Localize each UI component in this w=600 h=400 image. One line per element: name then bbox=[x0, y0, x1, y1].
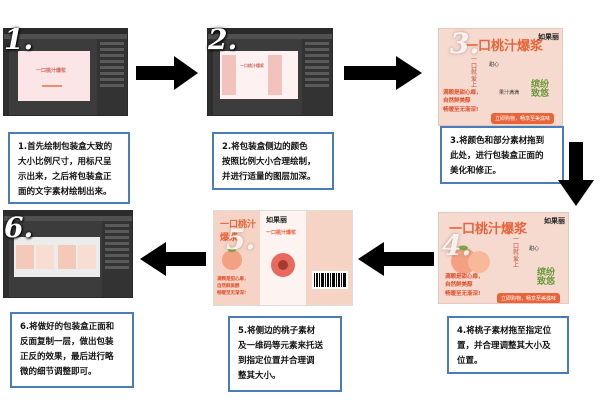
mock-description: 满颗是甜心扉， 自然鲜美醇 畅暖至无渐深! bbox=[443, 90, 482, 113]
front-panel: 如果丽 一口桃汁爆浆 bbox=[260, 211, 306, 305]
peach-icon bbox=[222, 248, 242, 270]
mock-brand: 如果丽 bbox=[266, 216, 287, 224]
menu-bar bbox=[4, 29, 127, 34]
mock-line bbox=[42, 85, 62, 87]
mock-description: 满颗是甜心扉， 自然鲜美醇 畅暖至无渐深! bbox=[445, 274, 484, 297]
step-5-mockup: 一口桃汁爆浆 满颗是甜心扉， 自然鲜美醇 畅暖至无渐深! 如果丽 一口桃汁爆浆 bbox=[213, 210, 353, 306]
side-panel-right bbox=[306, 211, 352, 305]
mock-title: 一口桃汁爆浆 bbox=[449, 222, 528, 237]
layers-panel bbox=[97, 39, 127, 115]
step-4-caption: 4.将桃子素材拖至指定位 置，并合理调整其大小及 位置。 bbox=[447, 316, 569, 374]
options-bar bbox=[4, 216, 132, 221]
artboard: 一口桃汁爆浆 bbox=[18, 51, 90, 101]
mock-title: 一口桃汁爆浆 bbox=[220, 220, 257, 243]
tool-panel bbox=[208, 39, 213, 115]
step-1-caption: 1.首先绘制包装盒大致的 大小比例尺寸，用标尺呈 示出来，之后将包装盒正 面的文… bbox=[8, 132, 130, 204]
tool-panel bbox=[4, 39, 9, 115]
arrow-down-icon bbox=[558, 142, 594, 206]
artboard bbox=[14, 237, 100, 277]
menu-bar bbox=[208, 29, 332, 34]
step-3-number: 3. bbox=[450, 27, 480, 60]
mock-buy-button: 立即购物，畅享至美滋味 bbox=[497, 293, 561, 303]
step-2-caption: 2.将包装盒侧边的颜色 按照比例大小合理绘制， 并进行适量的图层加深。 bbox=[212, 132, 334, 190]
step-6-screenshot bbox=[3, 210, 133, 298]
mock-title-small: 一口桃汁爆浆 bbox=[266, 230, 297, 236]
mock-green-logo: 缤纷 致悠 bbox=[531, 80, 550, 99]
step-1-number: 1. bbox=[4, 23, 34, 56]
layers-panel bbox=[302, 39, 332, 115]
box-panel bbox=[36, 245, 54, 269]
mock-brand: 如果丽 bbox=[538, 33, 559, 41]
side-band-left bbox=[222, 55, 236, 95]
options-bar bbox=[208, 34, 332, 39]
step-2-screenshot: 一口桃汁爆浆 bbox=[207, 28, 333, 116]
step-3-mockup: 一口桃汁爆浆 如果丽 一口就爱上 甜心 果汁满满 满颗是甜心扉， 自然鲜美醇 畅… bbox=[438, 28, 563, 126]
step-2-number: 2. bbox=[208, 23, 238, 56]
mock-tag: 甜心 bbox=[529, 246, 540, 252]
mock-brand: 如果丽 bbox=[544, 217, 565, 225]
tool-panel bbox=[4, 221, 9, 297]
step-4-mockup: 一口桃汁爆浆 如果丽 一口就爱上 甜心 满颗是甜心扉， 自然鲜美醇 畅暖至无渐深… bbox=[438, 212, 569, 304]
arrow-left-icon bbox=[358, 242, 434, 276]
barcode-icon bbox=[312, 271, 348, 289]
mock-tag: 果汁满满 bbox=[499, 90, 520, 96]
mock-title: 一口桃汁爆浆 bbox=[36, 68, 67, 74]
menu-bar bbox=[4, 211, 132, 216]
peach-half-icon bbox=[271, 253, 295, 277]
step-5-number: 5. bbox=[226, 223, 256, 256]
artboard: 一口桃汁爆浆 bbox=[220, 51, 298, 99]
step-6-number: 6. bbox=[4, 211, 34, 244]
mock-title: 一口桃汁爆浆 bbox=[240, 63, 264, 68]
side-panel-left: 一口桃汁爆浆 满颗是甜心扉， 自然鲜美醇 畅暖至无渐深! bbox=[214, 211, 260, 305]
side-band-right bbox=[268, 55, 282, 95]
step-5-caption: 5.将侧边的桃子素材 及一维码等元素来托送 到指定位置并合理调 整其大小。 bbox=[228, 316, 342, 392]
options-bar bbox=[4, 34, 127, 39]
step-3-caption: 3.将颜色和部分素材拖到 此处，进行包装盒正面的 美化和修正。 bbox=[440, 126, 564, 184]
box-panel bbox=[16, 245, 34, 269]
mock-title: 一口桃汁爆浆 bbox=[465, 39, 544, 54]
mock-vertical-text: 一口就爱上 bbox=[513, 236, 520, 270]
mock-tag: 甜心 bbox=[489, 62, 500, 68]
mock-buy-button: 立即购物，畅享至美滋味 bbox=[491, 113, 555, 124]
box-panel bbox=[78, 245, 96, 269]
mock-description: 满颗是甜心扉， 自然鲜美醇 畅暖至无渐深! bbox=[217, 277, 249, 296]
step-6-caption: 6.将做好的包装盒正面和 反面复制一层，做出包装 正反的效果，最后进行略 微的细… bbox=[10, 312, 134, 388]
peach-icon bbox=[451, 245, 490, 274]
box-panel bbox=[58, 245, 76, 269]
arrow-left-icon bbox=[140, 242, 206, 276]
arrow-right-icon bbox=[344, 56, 422, 90]
mock-vertical-text: 一口就爱上 bbox=[471, 56, 478, 90]
mock-green-logo: 缤纷 致悠 bbox=[537, 268, 556, 287]
step-1-screenshot: 一口桃汁爆浆 bbox=[3, 28, 128, 116]
arrow-right-icon bbox=[136, 56, 198, 90]
layers-panel bbox=[102, 221, 132, 297]
step-4-number: 4. bbox=[442, 229, 472, 262]
